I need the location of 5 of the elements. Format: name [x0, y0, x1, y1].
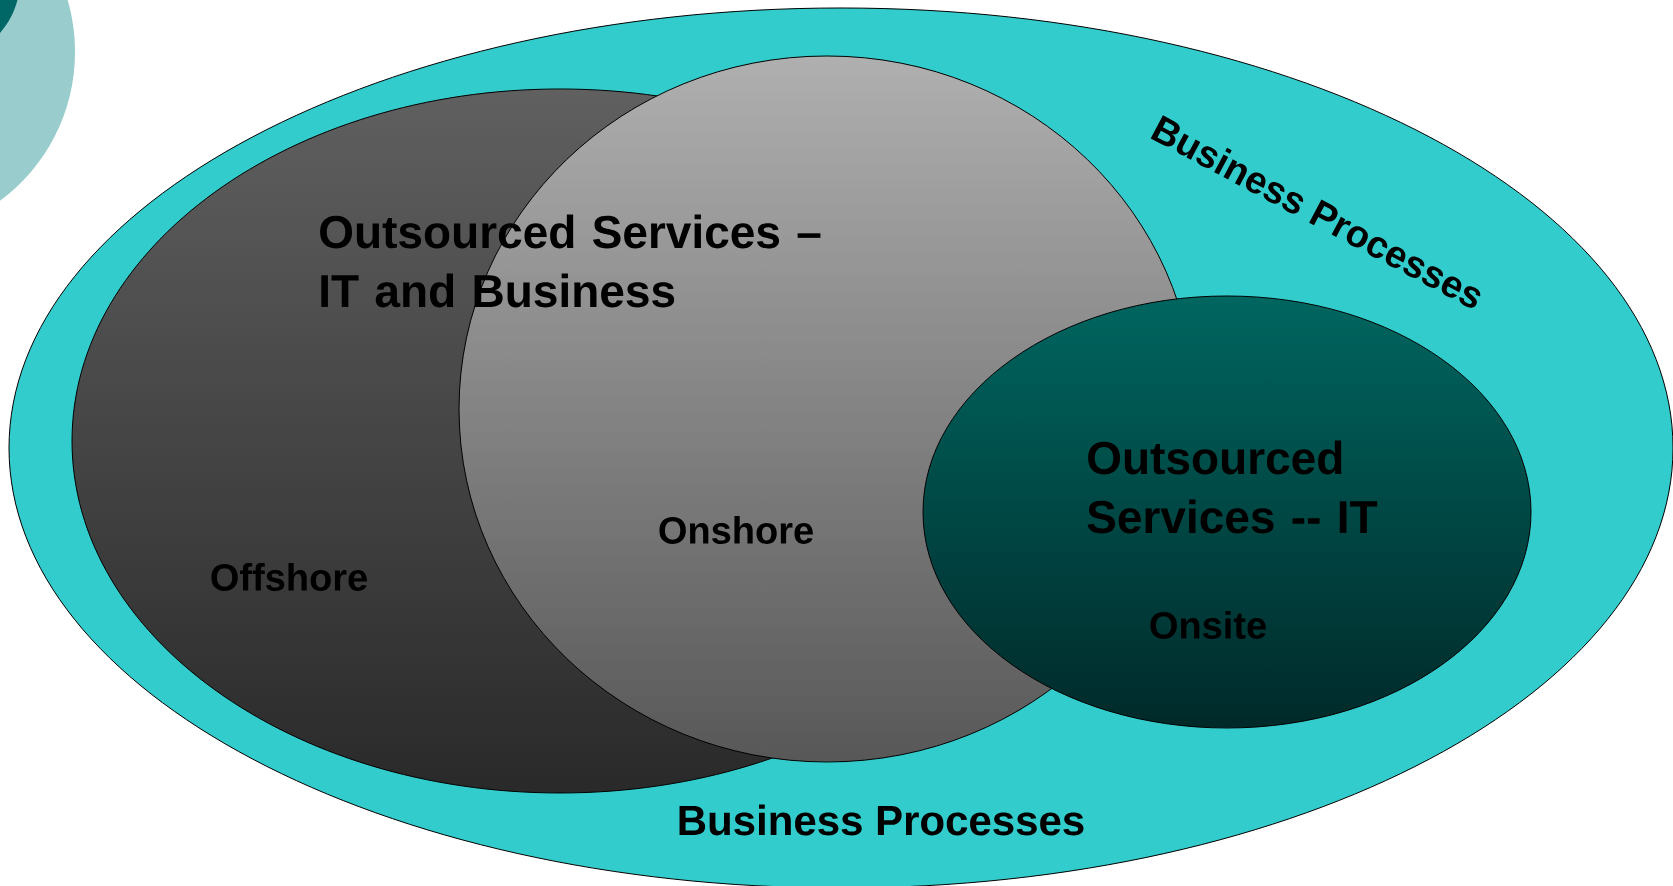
region-title: Outsourced Services -- IT	[1087, 440, 1378, 534]
region-label: Onshore	[659, 516, 813, 544]
region-label: Offshore	[211, 563, 367, 591]
region-label: Onsite	[1150, 611, 1266, 639]
bottom-label: Business Processes	[679, 804, 1084, 836]
